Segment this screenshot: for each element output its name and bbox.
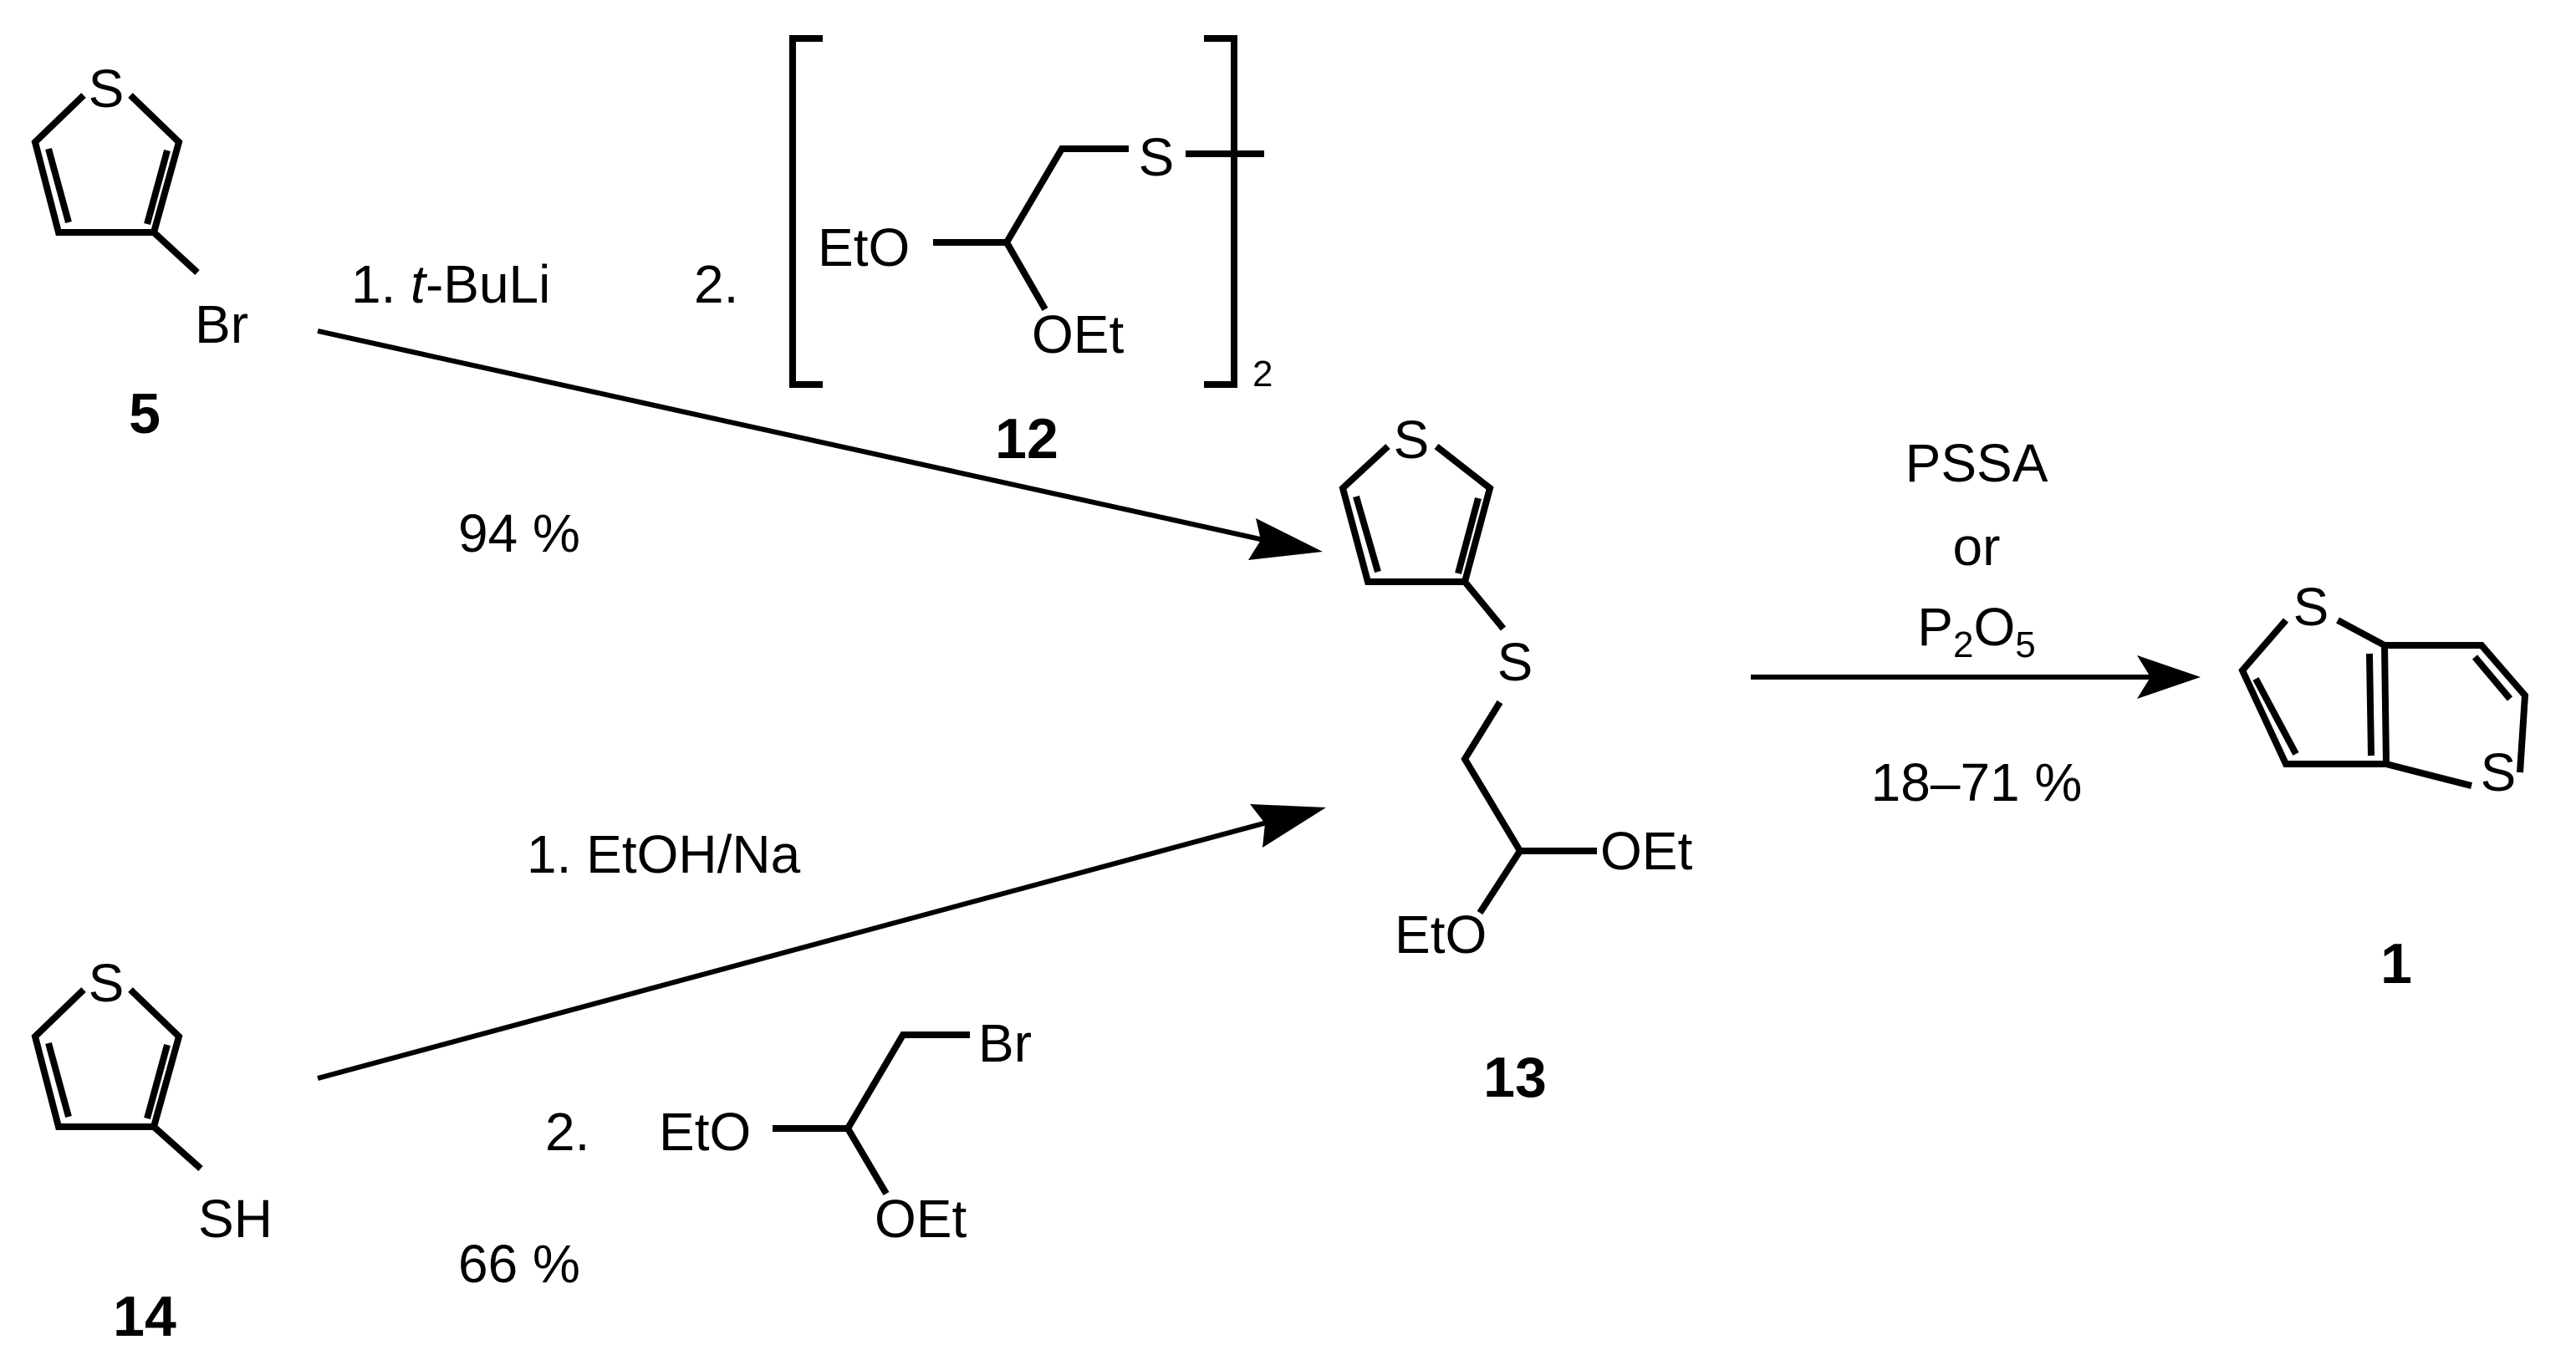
ring-sulfur-1a: S xyxy=(2293,577,2329,637)
p2o5-p: P xyxy=(1917,597,1953,657)
ethoxy-left-13: EtO xyxy=(1395,904,1487,965)
ethoxy-bottom-acetal: OEt xyxy=(875,1189,967,1249)
step1-tbuli: 1. t-BuLi xyxy=(351,254,550,314)
compound-number-14: 14 xyxy=(113,1285,176,1348)
step1-italic: t xyxy=(411,254,427,314)
ring-sulfur-5: S xyxy=(89,59,125,119)
step1-prefix: 1. xyxy=(351,254,411,314)
compound-5-structure: S Br xyxy=(31,59,248,354)
arrow-14-to-13 xyxy=(317,804,1326,1081)
yield-bottom: 66 % xyxy=(458,1234,580,1294)
reagent-pssa: PSSA xyxy=(1905,433,2048,493)
sulfur-12: S xyxy=(1139,127,1175,187)
ethoxy-right-13: OEt xyxy=(1600,821,1692,881)
compound-number-1: 1 xyxy=(2380,932,2412,996)
multiplier-12: 2 xyxy=(1252,354,1273,395)
step1-suffix: -BuLi xyxy=(426,254,550,314)
bromo-label-acetal: Br xyxy=(978,1013,1032,1073)
ring-sulfur-1b: S xyxy=(2481,742,2517,802)
bromoacetal-structure: Br EtO OEt xyxy=(659,1013,1032,1249)
compound-number-13: 13 xyxy=(1483,1046,1547,1109)
ethoxy-left-12: EtO xyxy=(818,217,910,278)
p2o5-o: O xyxy=(1973,597,2015,657)
yield-cyclization: 18–71 % xyxy=(1871,752,2083,812)
compound-14-structure: S SH xyxy=(31,953,273,1249)
ethoxy-left-acetal: EtO xyxy=(659,1102,751,1162)
step2-label-top: 2. xyxy=(694,254,738,314)
bromo-label-5: Br xyxy=(195,294,248,354)
compound-number-12: 12 xyxy=(995,407,1058,471)
compound-number-5: 5 xyxy=(129,382,161,446)
arrow-5-to-13 xyxy=(317,329,1323,560)
ring-sulfur-14: S xyxy=(89,953,125,1013)
p2o5-sub-2: 2 xyxy=(1953,624,1973,665)
arrow-13-to-1 xyxy=(1751,655,2201,699)
compound-1-structure: S S xyxy=(2238,577,2529,802)
compound-13-structure: S S OEt EtO xyxy=(1339,410,1692,965)
p2o5-sub-5: 5 xyxy=(2015,624,2035,665)
reagent-or: or xyxy=(1953,517,2001,577)
step2-label-bottom: 2. xyxy=(545,1102,589,1162)
compound-12-structure: EtO OEt S 2 xyxy=(789,35,1273,395)
yield-top: 94 % xyxy=(458,503,580,563)
ethoxy-bottom-12: OEt xyxy=(1032,304,1124,364)
reagent-p2o5: P2O5 xyxy=(1917,597,2035,665)
thioether-sulfur-13: S xyxy=(1497,632,1533,692)
step1-ethanol-sodium: 1. EtOH/Na xyxy=(527,824,801,884)
thiol-label-14: SH xyxy=(198,1189,273,1249)
ring-sulfur-13: S xyxy=(1394,410,1430,470)
